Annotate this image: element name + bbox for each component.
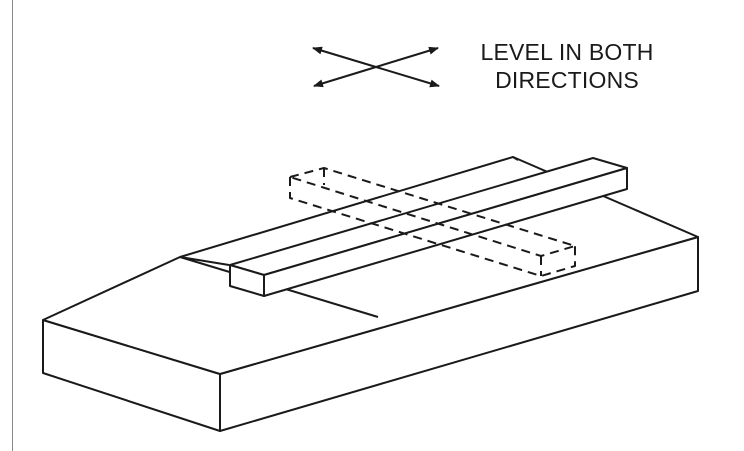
annotation-line-1: LEVEL IN BOTH (480, 39, 654, 65)
page-margin-rule (12, 0, 13, 451)
level-annotation: LEVEL IN BOTH DIRECTIONS (452, 38, 682, 94)
crossed-double-arrows-icon (312, 46, 440, 88)
base-slab (42, 156, 699, 432)
straightedge-crosswise-dashed (289, 167, 576, 277)
annotation-line-2: DIRECTIONS (495, 67, 639, 93)
slab-level-line (179, 256, 230, 266)
straightedge-lengthwise (229, 157, 628, 297)
